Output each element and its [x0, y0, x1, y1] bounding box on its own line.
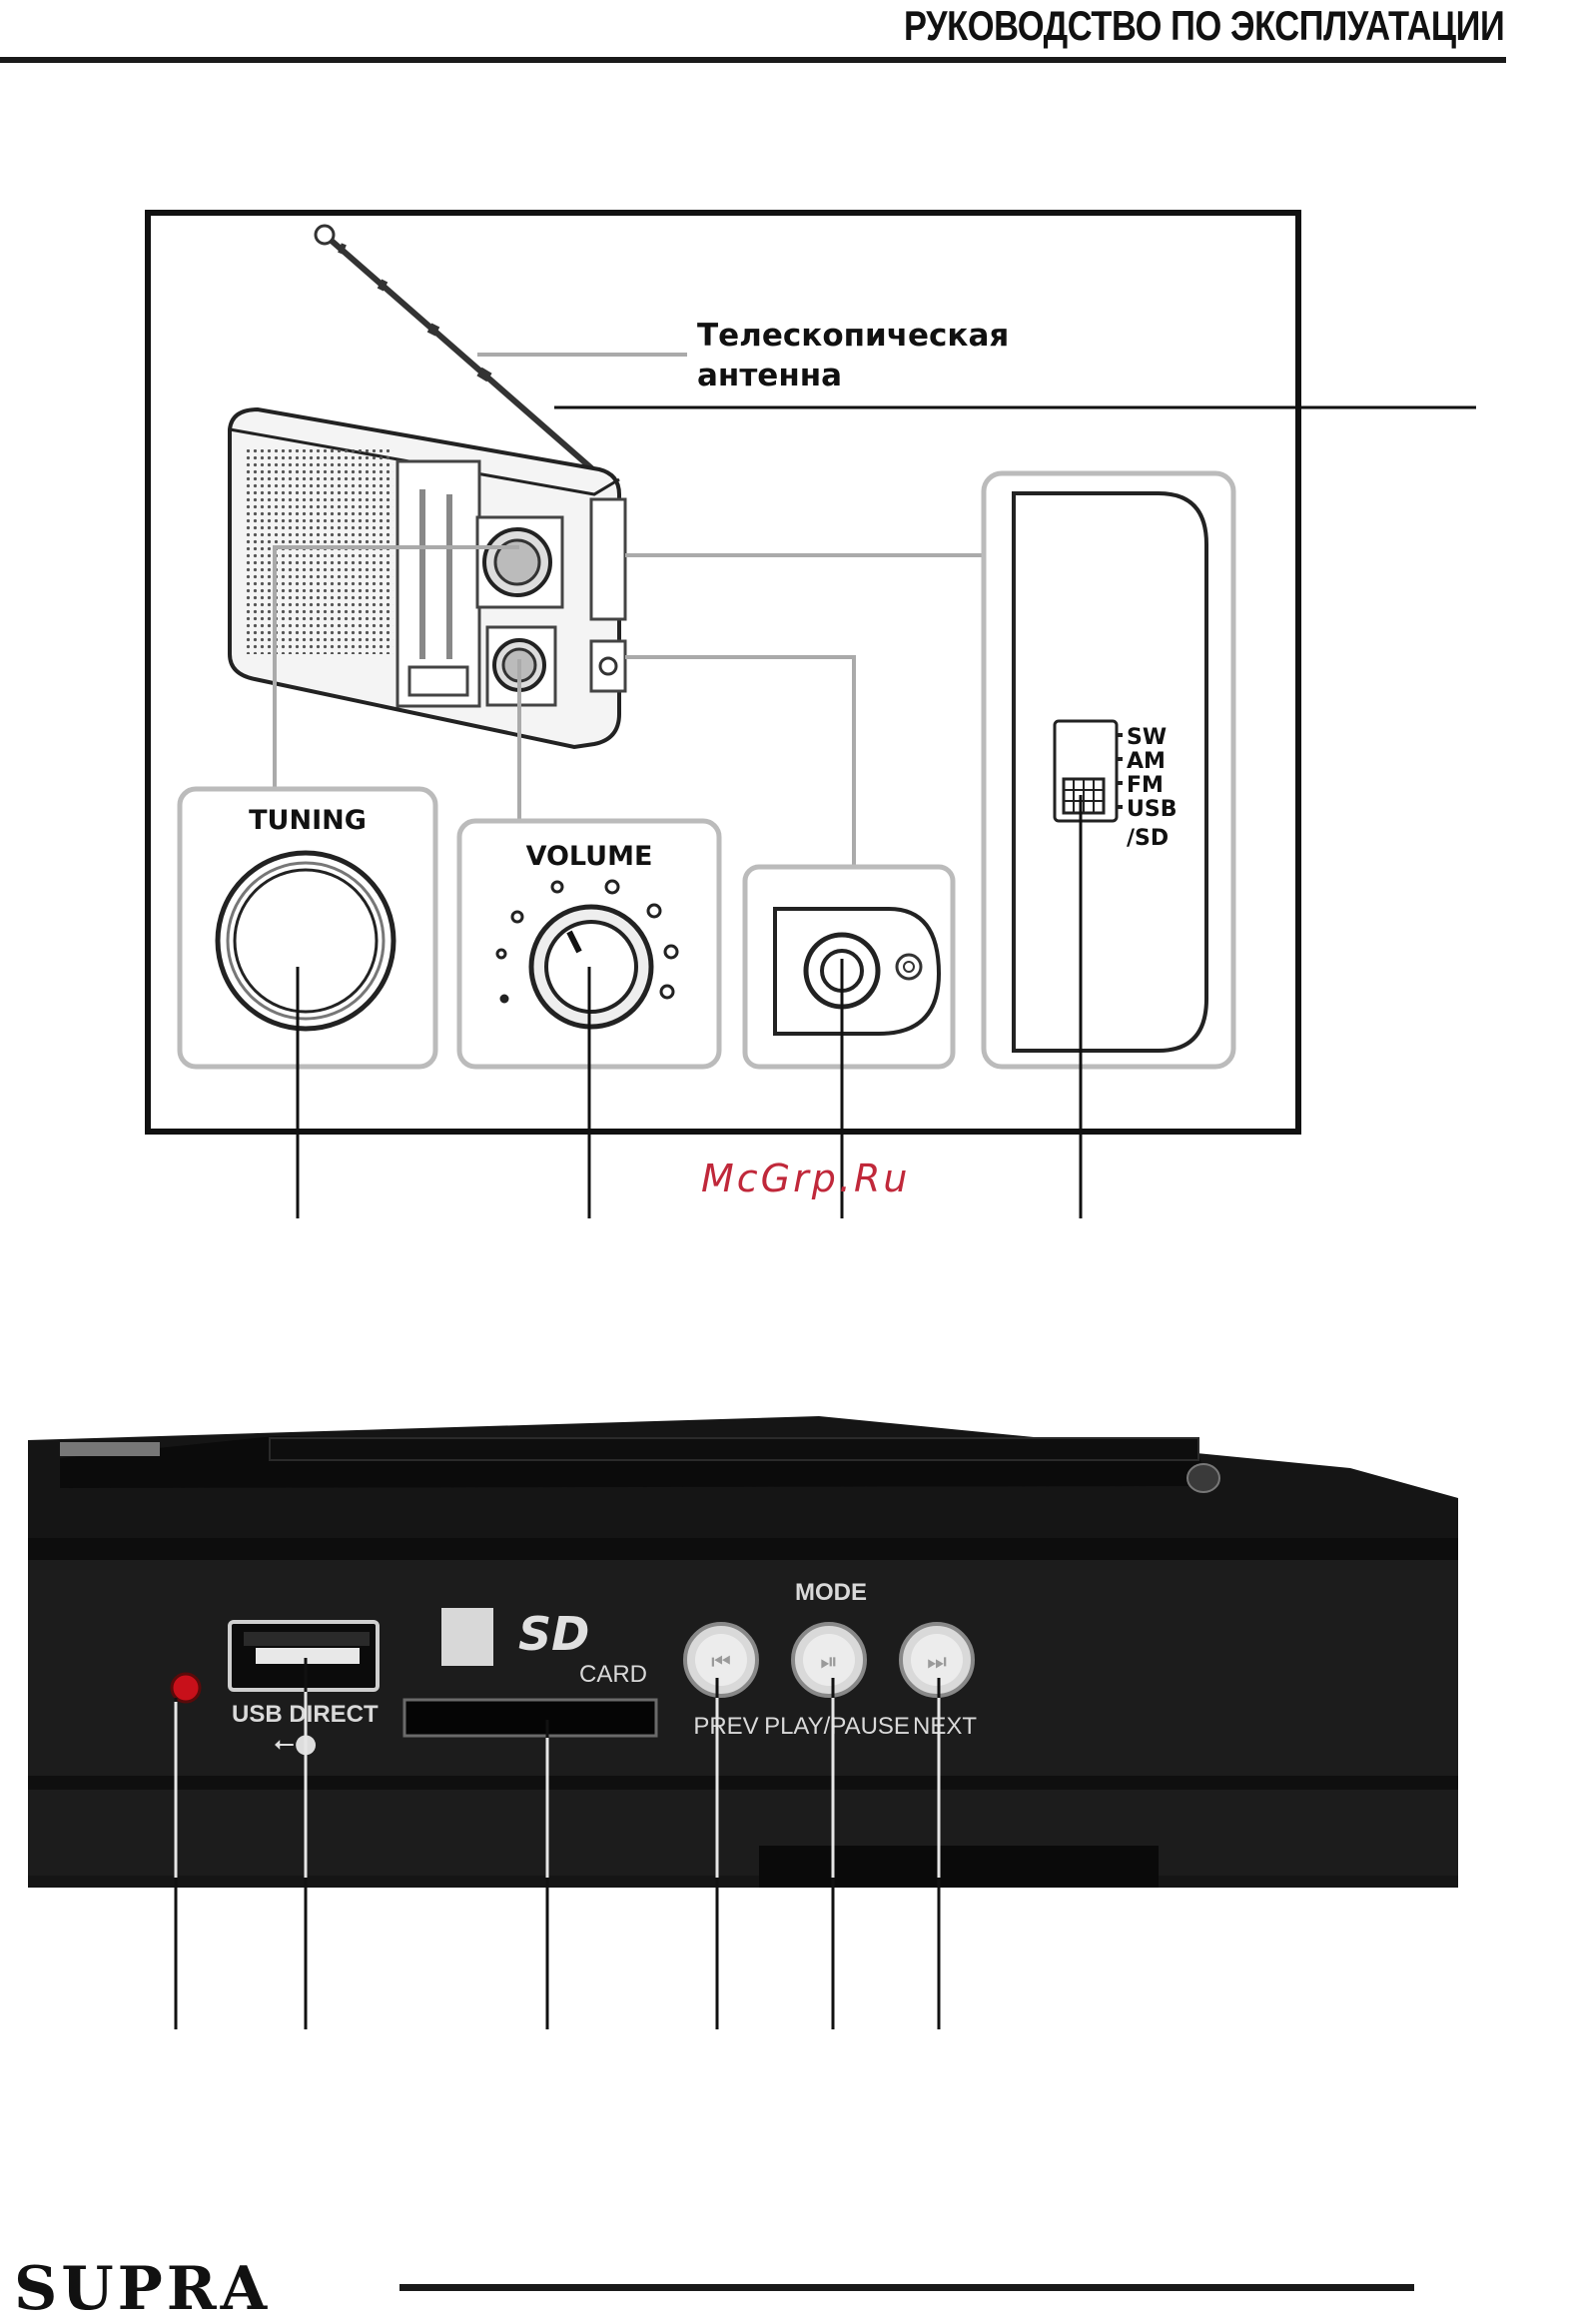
speaker-grille [246, 449, 393, 654]
prev-icon: ⏮ [711, 1650, 731, 1675]
tuning-panel: TUNING [180, 789, 435, 1067]
band-label-sd: /SD [1127, 826, 1169, 851]
band-label-sw: SW [1127, 725, 1167, 750]
headphone-jack-panel [745, 867, 953, 1067]
tuning-label: TUNING [249, 805, 367, 836]
antenna-label-line-1: Телескопическая [697, 318, 1009, 354]
watermark: McGrp.Ru [701, 1157, 910, 1200]
brand-logo: SUPRA [14, 2259, 271, 2319]
sd-card-icon [441, 1608, 493, 1666]
sd-logo: SD [518, 1607, 589, 1661]
indicator-led [172, 1674, 200, 1702]
sd-card-label: CARD [579, 1661, 647, 1688]
antenna-rod [270, 1438, 1198, 1460]
next-icon: ⏭ [927, 1650, 947, 1675]
play-pause-label: PLAY/PAUSE [764, 1713, 910, 1740]
band-label-usb: USB [1127, 797, 1177, 822]
usb-symbol-icon: ⭠● [274, 1729, 318, 1759]
antenna-tip [60, 1442, 160, 1456]
next-label: NEXT [913, 1713, 977, 1740]
prev-label: PREV [693, 1713, 758, 1740]
prev-button: ⏮ [685, 1624, 757, 1696]
band-switch-panel: SW AM FM USB /SD [984, 473, 1233, 1067]
sd-card-slot [404, 1700, 656, 1736]
band-label-am: AM [1127, 749, 1166, 774]
footer-rule [399, 2284, 1414, 2291]
band-label-fm: FM [1127, 773, 1164, 798]
antenna-label-line-2: антенна [697, 358, 842, 393]
play-pause-button: ⏯ [793, 1624, 865, 1696]
device-side-photo: USB DIRECT ⭠● SD CARD MODE ⏮ ⏯ ⏭ PREV PL… [28, 1416, 1466, 1888]
volume-label: VOLUME [526, 841, 653, 872]
next-button: ⏭ [901, 1624, 973, 1696]
mode-label: MODE [795, 1579, 867, 1606]
play-pause-icon: ⏯ [820, 1650, 838, 1675]
